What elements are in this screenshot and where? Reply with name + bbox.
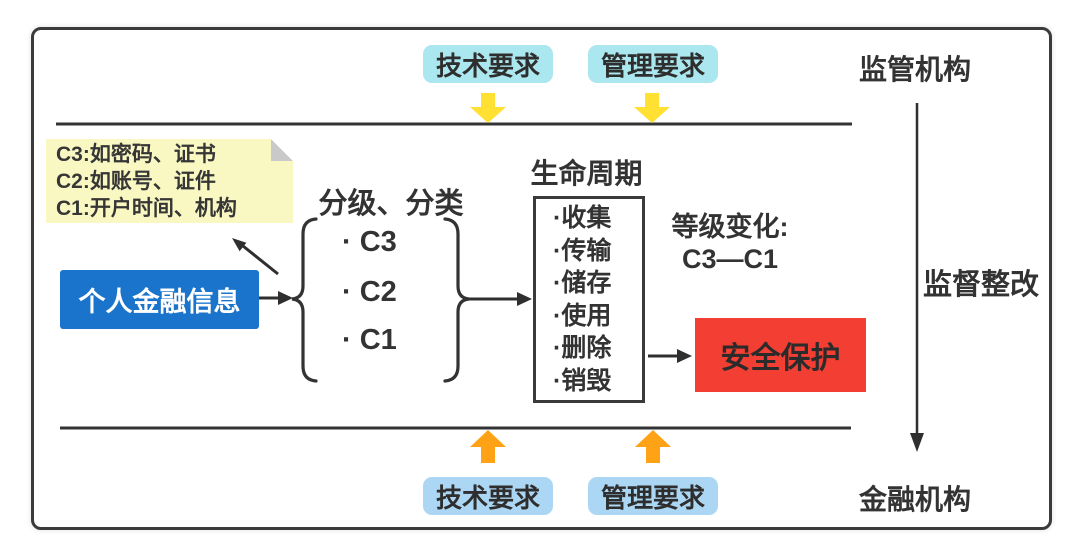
security-protection-label: 安全保护 (720, 342, 841, 375)
note-line-c1: C1:开户时间、机构 (56, 197, 237, 220)
lifecycle-item-use: ·使用 (553, 301, 612, 330)
tech-requirement-top-label: 技术要求 (435, 50, 540, 81)
class-level-c1: · C1 (342, 324, 397, 356)
level-change-line1: 等级变化: (671, 212, 789, 242)
mgmt-requirement-bottom-label: 管理要求 (600, 482, 705, 513)
mgmt-requirement-top-label: 管理要求 (600, 50, 705, 81)
tech-requirement-bottom-box: 技术要求 (423, 477, 553, 515)
classification-title: 分级、分类 (318, 188, 464, 220)
level-change-label: 等级变化: C3—C1 (650, 211, 810, 275)
lifecycle-item-delete: ·删除 (553, 334, 612, 363)
supervise-rectify-label: 监督整改 (923, 269, 1040, 301)
lifecycle-box: ·收集 ·传输 ·储存 ·使用 ·删除 ·销毁 (533, 196, 645, 403)
lifecycle-item-destroy: ·销毁 (553, 366, 612, 395)
mgmt-requirement-top-box: 管理要求 (588, 45, 718, 83)
class-level-c3: · C3 (342, 226, 397, 258)
lifecycle-title: 生命周期 (530, 158, 643, 189)
class-level-c2: · C2 (342, 276, 397, 308)
lifecycle-item-collect: ·收集 (553, 204, 612, 233)
mgmt-requirement-bottom-box: 管理要求 (588, 477, 718, 515)
tech-requirement-bottom-label: 技术要求 (435, 482, 540, 513)
level-examples-note: C3:如密码、证书 C2:如账号、证件 C1:开户时间、机构 (46, 139, 293, 223)
note-line-c3: C3:如密码、证书 (56, 143, 216, 166)
personal-financial-info-label: 个人金融信息 (78, 287, 241, 317)
personal-financial-info-box: 个人金融信息 (60, 270, 259, 329)
note-folded-corner-icon (271, 139, 293, 161)
note-line-c2: C2:如账号、证件 (56, 170, 216, 193)
lifecycle-item-transmit: ·传输 (553, 236, 612, 265)
financial-institution-label: 金融机构 (858, 484, 971, 515)
regulator-label: 监管机构 (858, 54, 971, 85)
security-protection-box: 安全保护 (695, 318, 866, 392)
level-change-line2: C3—C1 (681, 244, 779, 274)
lifecycle-item-store: ·储存 (553, 269, 612, 298)
tech-requirement-top-box: 技术要求 (423, 45, 553, 83)
